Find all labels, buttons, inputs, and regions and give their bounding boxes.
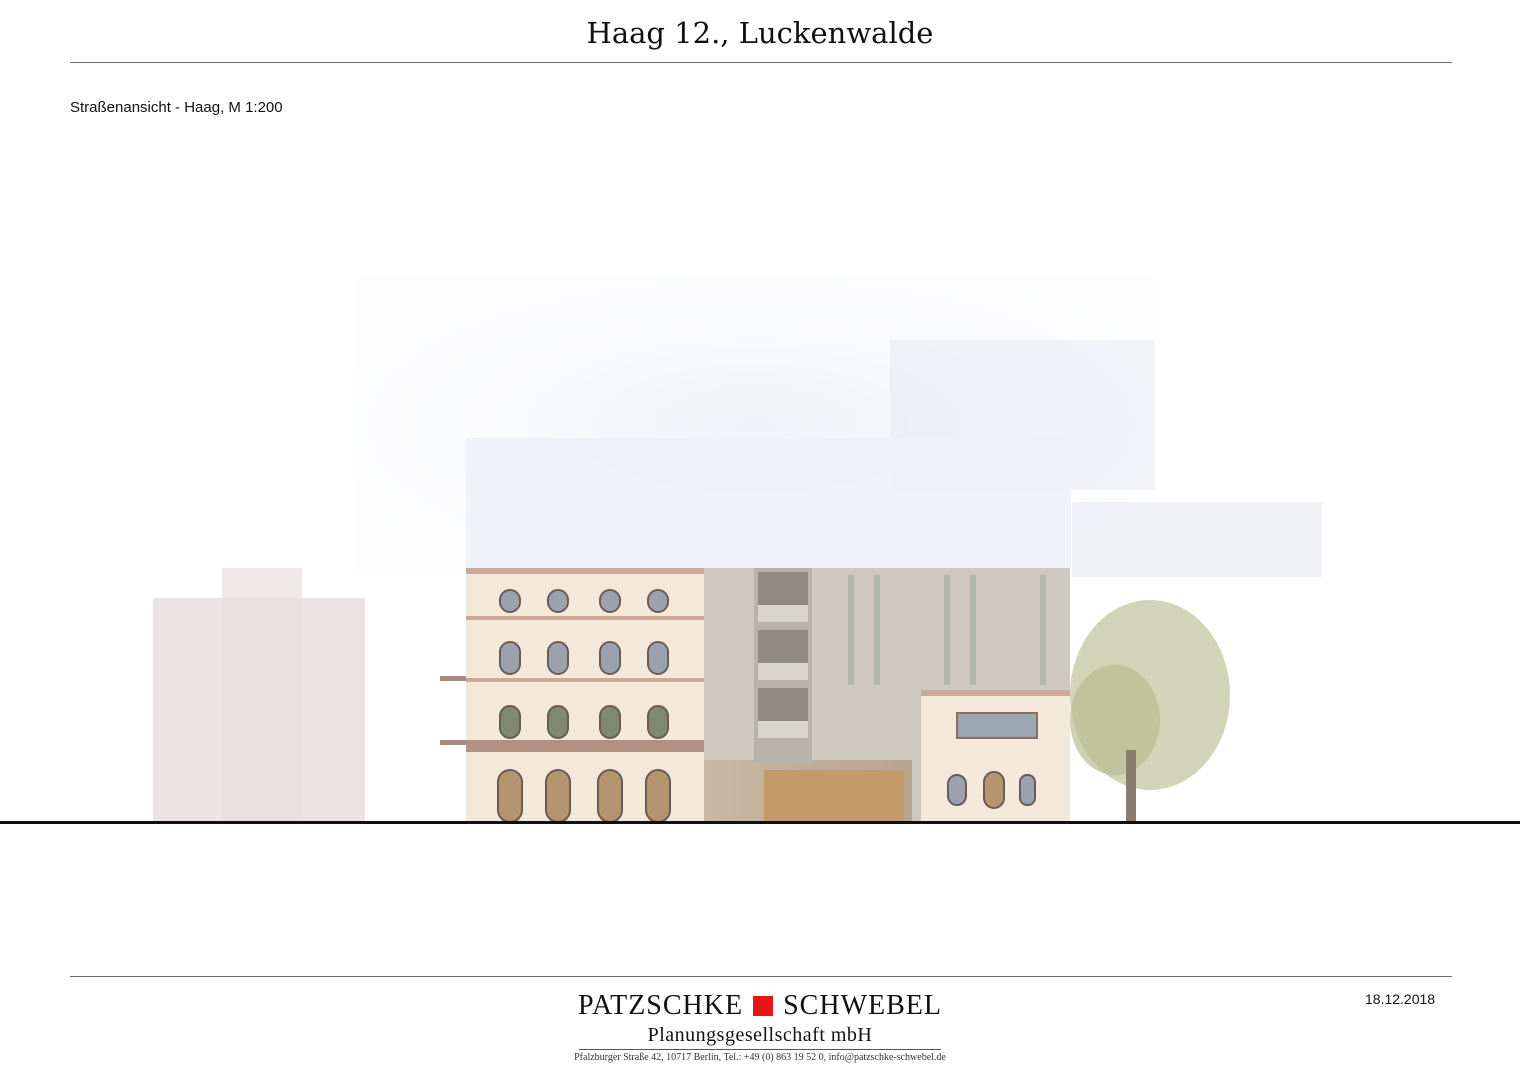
- sky-background: [355, 275, 1322, 577]
- logo-divider: [579, 1049, 941, 1050]
- company-name-right: SCHWEBEL: [783, 990, 942, 1021]
- drawing-caption: Straßenansicht - Haag, M 1:200: [70, 99, 283, 116]
- company-logo: PATZSCHKE SCHWEBEL Planungsgesellschaft …: [560, 990, 960, 1063]
- header-divider: [70, 62, 1452, 63]
- company-name: PATZSCHKE SCHWEBEL: [560, 990, 960, 1022]
- company-address: Pfalzburger Straße 42, 10717 Berlin, Tel…: [574, 1052, 946, 1063]
- logo-square-icon: [753, 996, 774, 1016]
- company-subtitle: Planungsgesellschaft mbH: [647, 1024, 873, 1046]
- modern-building: [704, 568, 1070, 823]
- neighbour-buildings-left: [153, 568, 365, 823]
- page-title: Haag 12., Luckenwalde: [586, 16, 934, 50]
- footer-divider: [70, 976, 1452, 977]
- street-elevation-drawing: [0, 275, 1520, 824]
- company-name-left: PATZSCHKE: [577, 990, 744, 1021]
- tree: [1070, 600, 1230, 823]
- historic-building: [440, 568, 704, 823]
- ground-line: [0, 821, 1520, 824]
- drawing-date: 18.12.2018: [1365, 991, 1436, 1007]
